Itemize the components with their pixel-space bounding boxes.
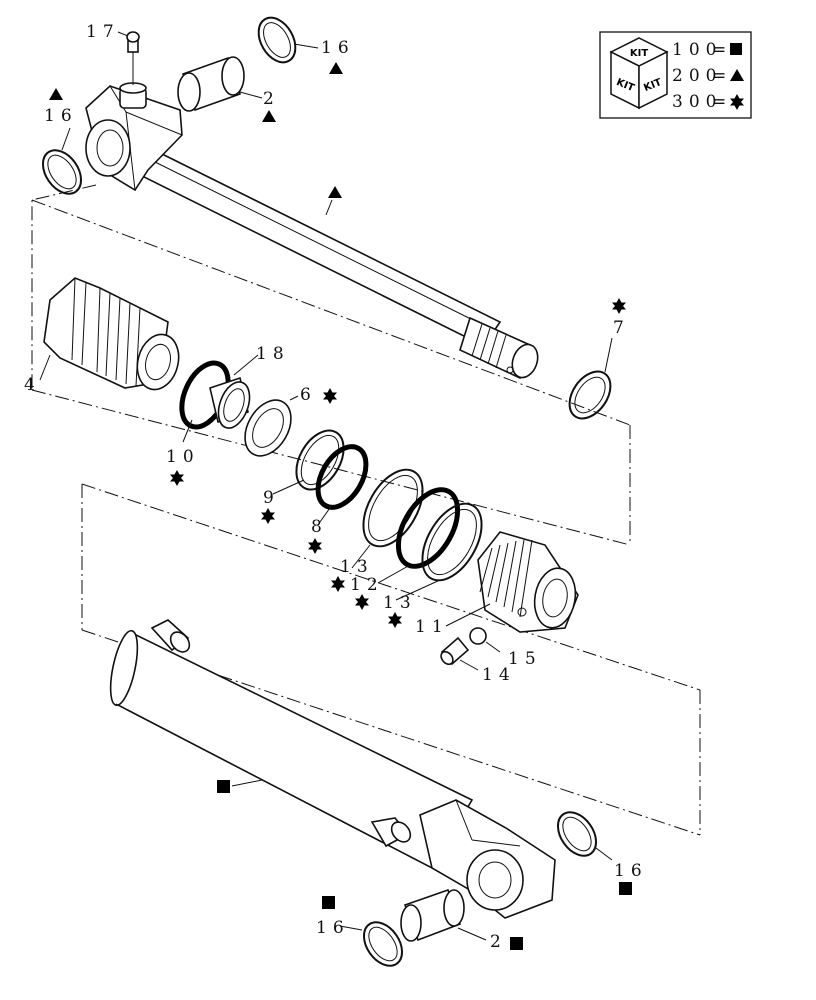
seal-ring-top-left: [41, 149, 83, 195]
callout-13-b: 13: [383, 593, 417, 613]
legend-equals-300: =: [712, 92, 732, 112]
kit-markers: [49, 62, 632, 950]
seal-ring-9: [295, 429, 345, 491]
leader-lines: [39, 31, 613, 941]
callout-8: 8: [311, 517, 328, 537]
callout-13-a: 13: [340, 557, 374, 577]
callout-11: 11: [415, 617, 449, 637]
kit-badge-top: KIT: [630, 48, 648, 59]
seal-ring-bottom-right: [556, 811, 598, 857]
grease-nipple: [126, 31, 140, 53]
triangle-marker-icon: [262, 110, 276, 122]
callout-16-top-left: 16: [44, 106, 78, 126]
callout-labels: 17 16 16 2 4 18 10 6 7 9 8 13 12 13 11 1…: [24, 22, 648, 952]
triangle-symbol-icon: [730, 69, 744, 81]
callout-17: 17: [86, 22, 120, 42]
kit-cube-icon: KIT KIT KIT: [609, 37, 669, 110]
legend-equals-200: =: [712, 66, 732, 86]
callout-14: 14: [482, 665, 516, 685]
square-marker-icon: [510, 937, 523, 950]
callout-2-top: 2: [263, 89, 280, 109]
callout-9: 9: [263, 488, 280, 508]
seal-ring-7: [568, 370, 612, 420]
square-marker-icon: [217, 780, 230, 793]
legend-code-300: 300: [672, 92, 722, 112]
bushing-bottom: [400, 888, 465, 942]
piston-rod-assembly: [41, 16, 539, 380]
triangle-marker-icon: [328, 186, 342, 198]
seal-ring-bottom-left: [362, 921, 404, 967]
star-symbol-icon: [730, 94, 744, 110]
kit-legend: KIT KIT KIT 100 = 200 = 300 =: [599, 31, 752, 119]
check-ball-15: [469, 627, 487, 645]
star-marker-icon: [308, 538, 322, 554]
hydraulic-port-top: [150, 619, 191, 653]
triangle-marker-icon: [49, 88, 63, 100]
cylinder-gland-11: [477, 531, 579, 633]
o-ring-12: [395, 487, 461, 569]
callout-2-bottom: 2: [490, 932, 507, 952]
star-marker-icon: [355, 594, 369, 610]
callout-12: 12: [350, 575, 384, 595]
square-marker-icon: [619, 882, 632, 895]
legend-equals-100: =: [712, 40, 732, 60]
callout-7: 7: [613, 318, 630, 338]
back-up-ring-13a: [362, 468, 424, 548]
guide-sleeve-18: [209, 376, 251, 429]
square-marker-icon: [322, 896, 335, 909]
square-symbol-icon: [730, 43, 742, 55]
callout-16-bottom-right: 16: [614, 861, 648, 881]
callout-18: 18: [256, 344, 290, 364]
star-marker-icon: [612, 298, 626, 314]
legend-code-100: 100: [672, 40, 722, 60]
rod-eye-bore: [85, 119, 131, 177]
o-ring-8: [315, 444, 369, 510]
wiper-seal-6: [244, 399, 292, 457]
seal-ring-top-right: [257, 16, 297, 64]
star-marker-icon: [170, 470, 184, 486]
star-marker-icon: [261, 508, 275, 524]
piston-nut: [43, 277, 180, 391]
bushing-top: [177, 56, 245, 112]
callout-6: 6: [300, 385, 317, 405]
back-up-ring-13b: [421, 502, 483, 582]
callout-16-bottom-left: 16: [316, 918, 350, 938]
star-marker-icon: [323, 388, 337, 404]
legend-code-200: 200: [672, 66, 722, 86]
barrel-eye-block: [419, 799, 556, 919]
triangle-marker-icon: [329, 62, 343, 74]
star-marker-icon: [388, 612, 402, 628]
hydraulic-port-bottom: [370, 817, 412, 848]
callout-10: 10: [166, 447, 200, 467]
piston-rod: [132, 146, 502, 348]
callout-15: 15: [508, 649, 542, 669]
grub-screw-14: [440, 636, 470, 666]
star-marker-icon: [331, 576, 345, 592]
cylinder-barrel: [109, 619, 556, 919]
callout-16-top-right: 16: [321, 38, 355, 58]
callout-4: 4: [24, 375, 41, 395]
